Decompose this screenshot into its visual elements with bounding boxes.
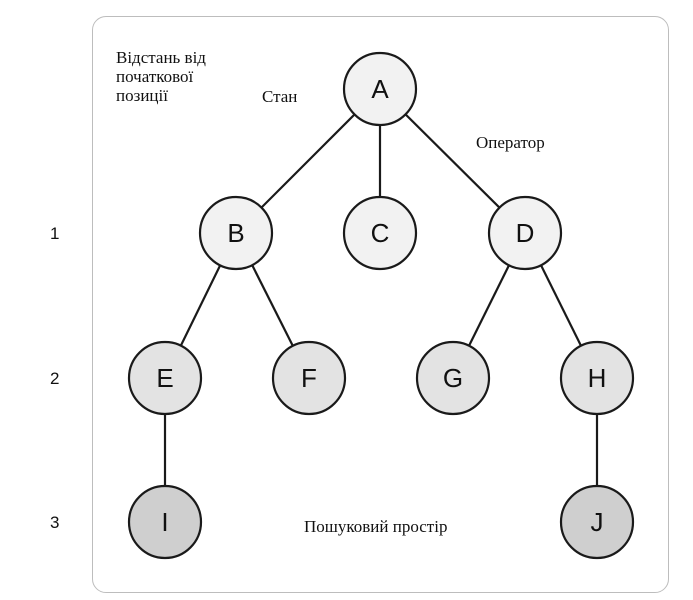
- state-label: Стан: [262, 87, 298, 106]
- distance-label: Відстань від початкової позиції: [116, 48, 206, 105]
- level-3-label: 3: [50, 513, 60, 532]
- node-label-F: F: [301, 363, 317, 393]
- node-F: F: [271, 340, 347, 416]
- operator-label: Оператор: [476, 133, 545, 152]
- node-label-A: A: [371, 74, 389, 104]
- node-J: J: [559, 484, 635, 560]
- node-C: C: [342, 195, 418, 271]
- search-space-label: Пошуковий простір: [304, 517, 448, 536]
- node-label-E: E: [156, 363, 173, 393]
- node-B: B: [198, 195, 274, 271]
- node-G: G: [415, 340, 491, 416]
- node-label-C: C: [371, 218, 390, 248]
- node-label-J: J: [591, 507, 604, 537]
- level-2-label: 2: [50, 369, 60, 388]
- node-circle-I: [127, 484, 203, 560]
- node-D: D: [487, 195, 563, 271]
- node-A: A: [342, 51, 418, 127]
- node-circle-J: [559, 484, 635, 560]
- node-circle-B: [198, 195, 274, 271]
- level-1-label: 1: [50, 224, 60, 243]
- node-label-H: H: [588, 363, 607, 393]
- node-I: I: [127, 484, 203, 560]
- node-circle-H: [559, 340, 635, 416]
- node-circle-C: [342, 195, 418, 271]
- node-circle-G: [415, 340, 491, 416]
- node-label-G: G: [443, 363, 463, 393]
- node-label-D: D: [516, 218, 535, 248]
- node-H: H: [559, 340, 635, 416]
- node-E: E: [127, 340, 203, 416]
- node-label-B: B: [227, 218, 244, 248]
- node-circle-E: [127, 340, 203, 416]
- node-circle-A: [342, 51, 418, 127]
- node-circle-D: [487, 195, 563, 271]
- node-label-I: I: [161, 507, 168, 537]
- node-circle-F: [271, 340, 347, 416]
